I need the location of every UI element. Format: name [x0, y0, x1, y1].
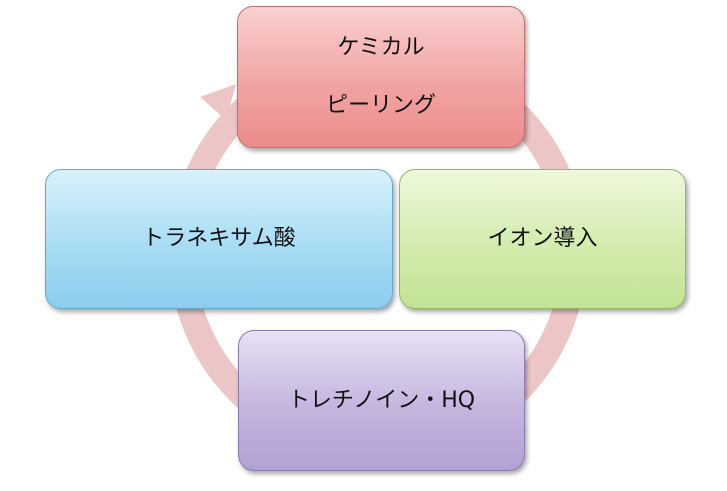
node-ion-introduction-label: イオン導入	[487, 226, 598, 251]
cycle-arrow-head	[200, 84, 236, 120]
node-tretinoin-hq: トレチノイン・HQ	[238, 330, 525, 471]
node-chemical-peeling-line1: ケミカル	[337, 35, 425, 60]
node-tretinoin-hq-label: トレチノイン・HQ	[287, 387, 476, 413]
node-chemical-peeling-line2: ピーリング	[325, 93, 436, 118]
node-tranexamic-acid: トラネキサム酸	[45, 169, 393, 309]
node-ion-introduction: イオン導入	[399, 169, 686, 309]
node-tranexamic-acid-label: トラネキサム酸	[142, 226, 296, 251]
node-chemical-peeling: ケミカル ピーリング	[237, 6, 525, 148]
